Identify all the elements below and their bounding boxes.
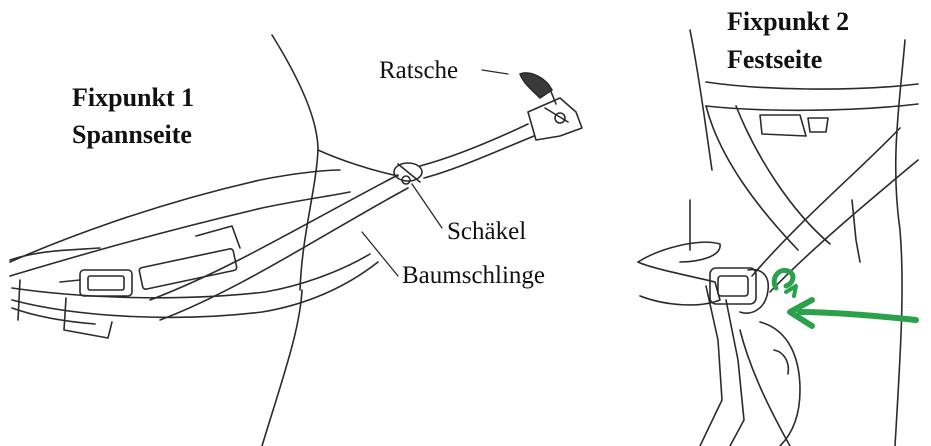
fixpunkt-1-heading: Fixpunkt 1 xyxy=(72,85,194,111)
fixpunkt-2-heading: Fixpunkt 2 xyxy=(727,9,849,35)
sling-buckle xyxy=(60,226,240,338)
ratchet-strap xyxy=(420,124,534,178)
tree-trunk-right xyxy=(690,30,905,446)
ratsche-label: Ratsche xyxy=(379,58,458,83)
festseite-subheading: Festseite xyxy=(727,47,822,73)
ratsche-ratchet xyxy=(520,73,582,140)
baumschlinge-strap xyxy=(150,150,408,320)
green-arrows xyxy=(774,270,916,326)
spannseite-subheading: Spannseite xyxy=(72,122,192,148)
crossing-sling xyxy=(706,82,918,292)
baumschlinge-label: Baumschlinge xyxy=(402,263,545,288)
schaekel-label: Schäkel xyxy=(447,219,526,244)
schaekel-shackle xyxy=(394,163,422,184)
